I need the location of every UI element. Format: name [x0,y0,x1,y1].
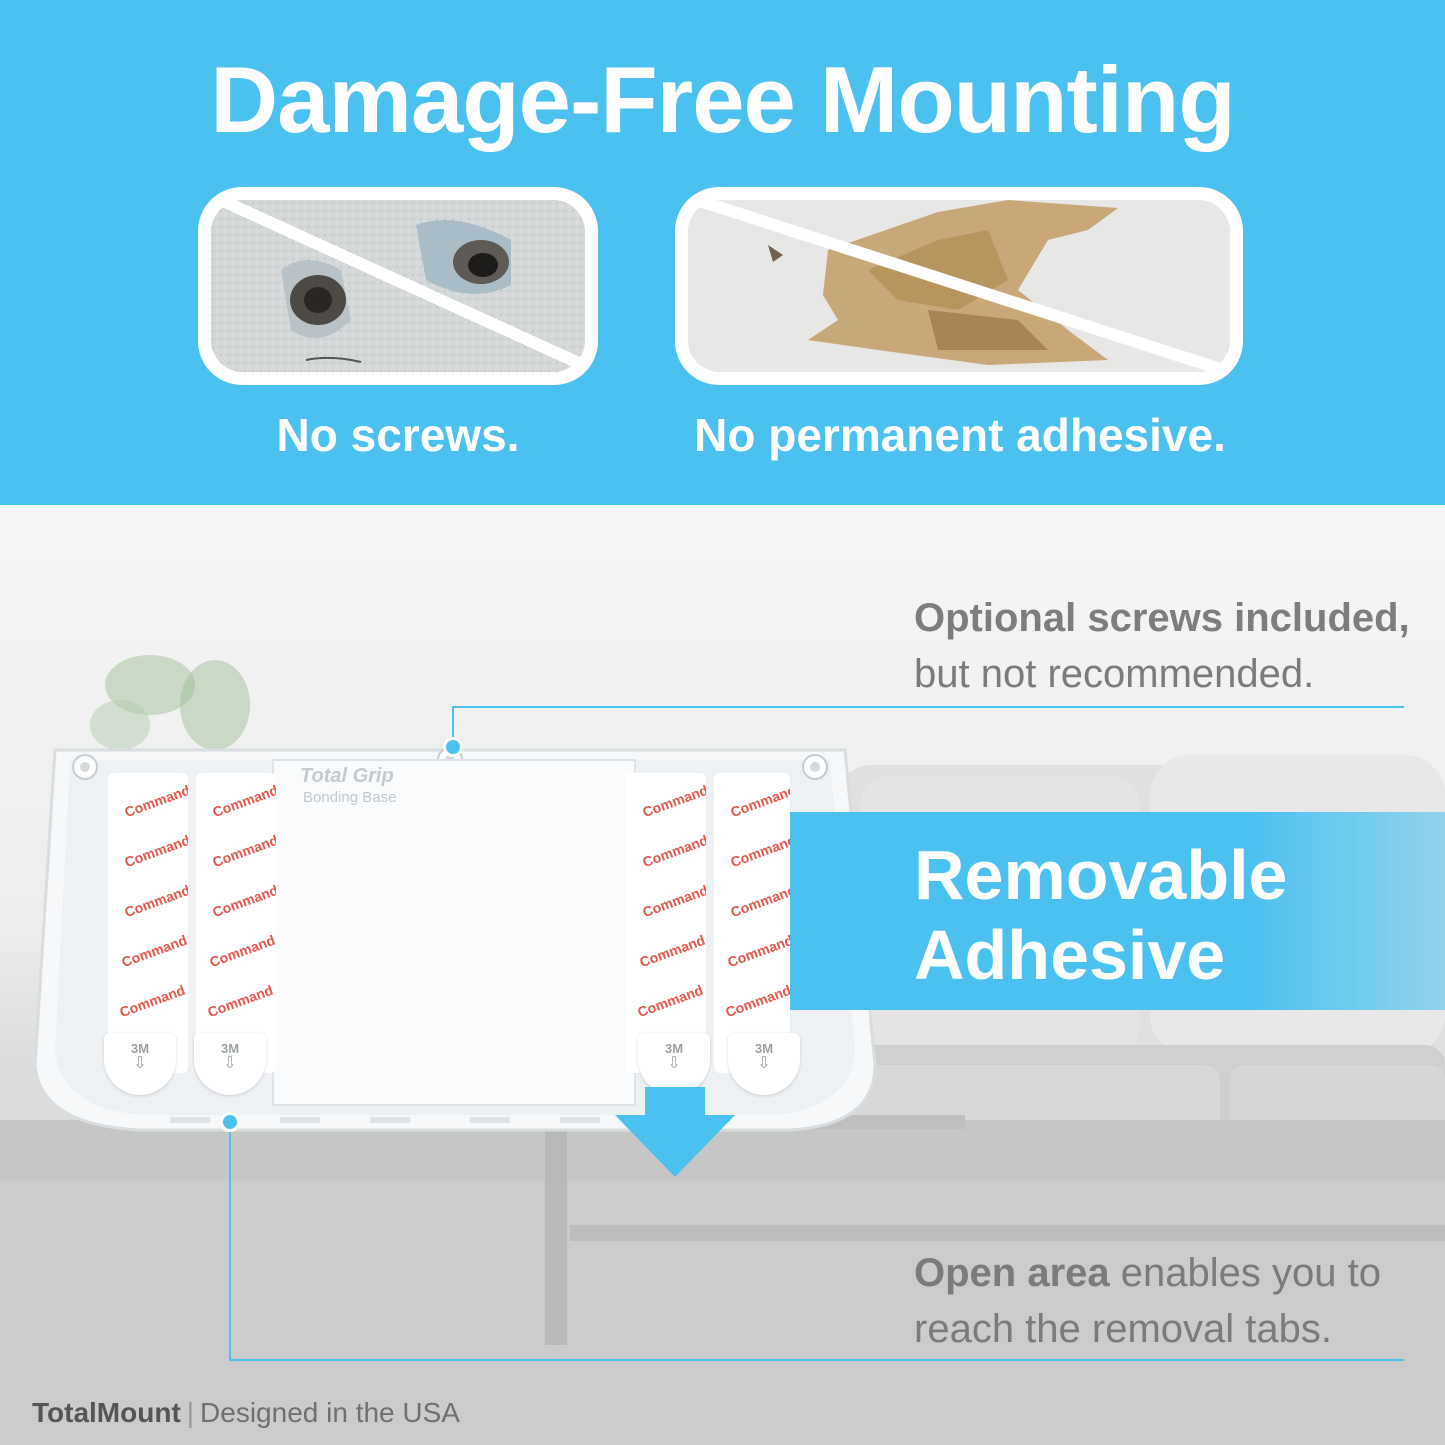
strip-label: Command [728,781,790,821]
open-area-annotation: Open area enables you to reach the remov… [914,1245,1381,1357]
command-strip: Command Command Command Command Command [196,773,276,1073]
command-strip: Command Command Command Command Command [108,773,188,1073]
down-arrow-icon: ⇩ [757,1055,771,1072]
tab-3m-label: 3M [130,1041,150,1056]
no-symbol-slash-icon [217,195,589,371]
screws-annotation-line2: but not recommended. [914,652,1315,696]
screws-leader-line [452,706,1404,708]
strip-label: Command [122,781,188,821]
screws-annotation: Optional screws included, but not recomm… [914,590,1410,702]
strip-label: Command [637,931,706,971]
tab-3m-label: 3M [664,1041,684,1056]
strip-label: Command [207,931,276,971]
down-arrow-icon [615,1087,735,1177]
strip-label: Command [210,881,276,921]
footer-tagline: Designed in the USA [200,1397,460,1428]
open-area-leader-line [229,1125,231,1361]
footer-separator: | [186,1397,195,1428]
pull-tab: 3M ⇩ [638,1033,710,1095]
pull-tab: 3M ⇩ [194,1033,266,1095]
no-screws-photo [198,187,598,385]
down-arrow-icon: ⇩ [223,1055,237,1072]
product-scene: Total Grip Bonding Base Command Command … [0,505,1445,1445]
down-arrow-icon: ⇩ [133,1055,147,1072]
open-area-line1: Open area enables you to [914,1245,1381,1301]
open-area-line2: reach the removal tabs. [914,1307,1332,1351]
pull-tab: 3M ⇩ [728,1033,800,1095]
no-screws-caption: No screws. [276,409,520,461]
strip-label: Command [728,881,790,921]
screws-leader-line [452,706,454,746]
command-strip: Command Command Command Command Command [714,773,790,1073]
strip-label: Command [725,931,790,971]
page-title: Damage-Free Mounting [210,47,1236,152]
strip-label: Command [117,981,188,1021]
strip-label: Command [723,981,790,1021]
base-brand-text: Total Grip [300,765,394,787]
removable-adhesive-heading: Removable Adhesive [914,835,1287,995]
open-area-leader-line [229,1359,1404,1361]
wall-holes-image [211,200,585,372]
removable-line2: Adhesive [914,916,1226,994]
tab-3m-label: 3M [754,1041,774,1056]
open-area-leader-dot [220,1112,240,1132]
strip-label: Command [210,781,276,821]
command-strip: Command Command Command Command Command [626,773,706,1073]
strip-label: Command [122,881,188,921]
strip-label: Command [640,881,706,921]
footer-brand: TotalMount [32,1397,181,1428]
no-symbol-slash-icon [694,195,1226,375]
strip-label: Command [728,831,790,871]
header-section: Damage-Free Mounting [0,0,1445,505]
screws-leader-dot [443,737,463,757]
strip-label: Command [210,831,276,871]
screws-annotation-line1: Optional screws included, [914,596,1410,640]
base-sub-text: Bonding Base [303,789,397,806]
no-adhesive-photo [675,187,1243,385]
open-area-rest: enables you to [1109,1251,1381,1295]
strip-label: Command [640,781,706,821]
removable-adhesive-banner [790,812,1445,1010]
strip-label: Command [205,981,276,1021]
strip-label: Command [122,831,188,871]
strip-label: Command [635,981,706,1021]
strip-label: Command [119,931,188,971]
strip-label: Command [640,831,706,871]
no-adhesive-caption: No permanent adhesive. [694,409,1226,461]
open-area-bold: Open area [914,1251,1110,1295]
tab-3m-label: 3M [220,1041,240,1056]
removable-line1: Removable [914,836,1288,914]
pull-tab: 3M ⇩ [104,1033,176,1095]
down-arrow-icon: ⇩ [667,1055,681,1072]
footer: TotalMount|Designed in the USA [32,1393,460,1433]
